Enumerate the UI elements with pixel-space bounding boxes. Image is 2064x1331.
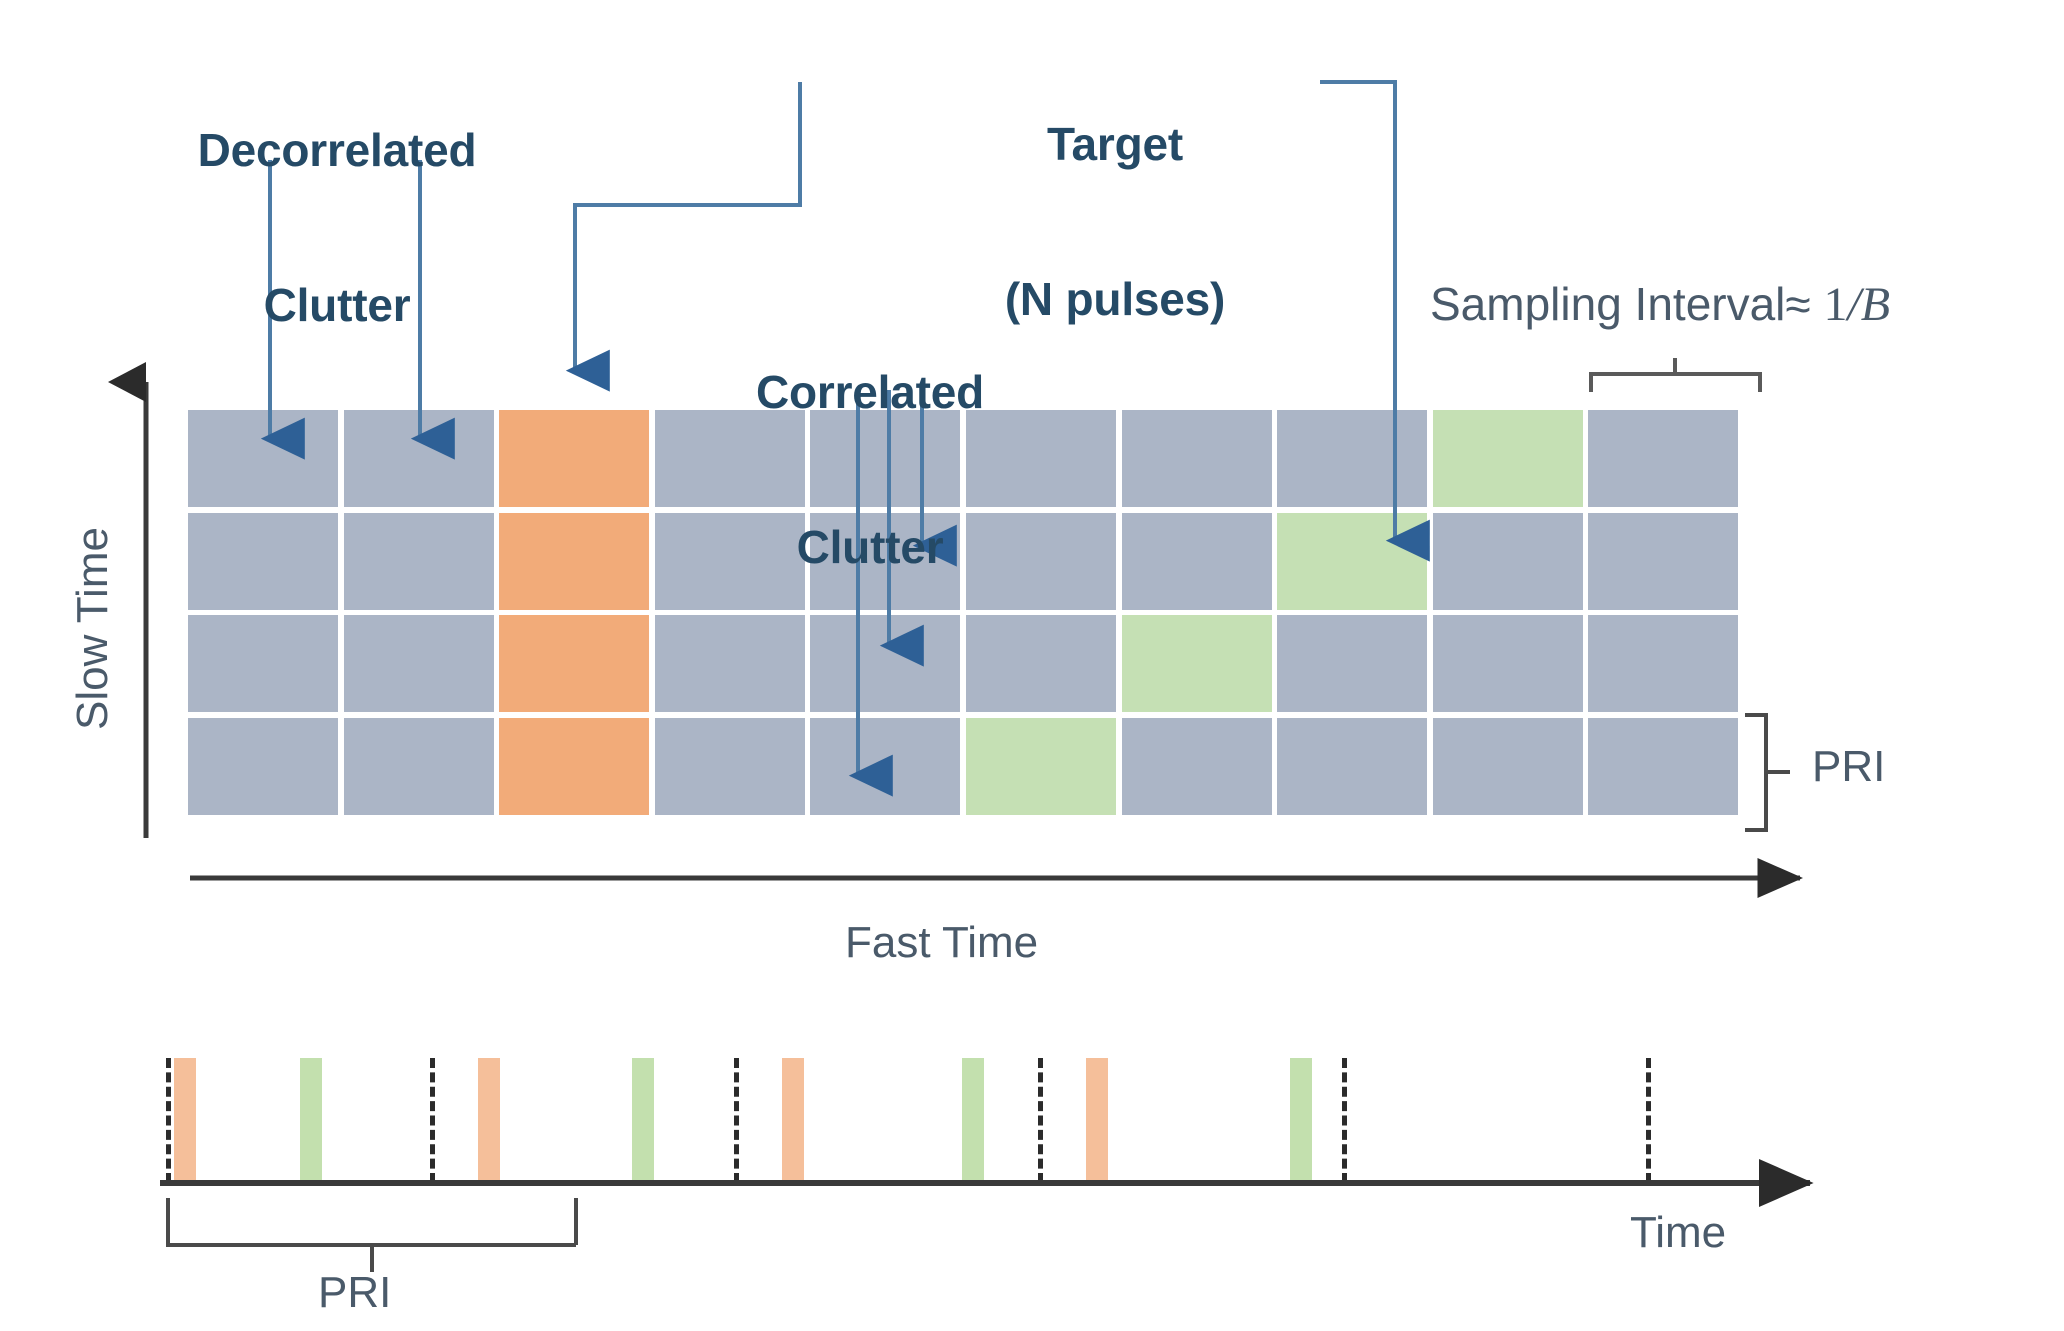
pri-bottom-label: PRI	[318, 1268, 392, 1317]
pri-boundary-marker	[734, 1058, 739, 1183]
datacube-cell	[1588, 513, 1738, 610]
datacube-cell	[1588, 718, 1738, 815]
datacube-cell	[966, 615, 1116, 712]
datacube-cell	[1122, 513, 1272, 610]
pulse-bar	[478, 1058, 500, 1183]
pri-bottom-bracket	[166, 1198, 578, 1272]
sampling-interval-slash: /	[1847, 278, 1861, 331]
datacube-cell	[1122, 410, 1272, 507]
datacube-cell	[1433, 410, 1583, 507]
datacube-cell	[1277, 513, 1427, 610]
pri-boundary-marker	[1342, 1058, 1347, 1183]
pulse-bar	[1290, 1058, 1312, 1183]
datacube-cell	[1122, 718, 1272, 815]
datacube-cell	[655, 513, 805, 610]
sampling-interval-denominator: B	[1860, 278, 1891, 331]
datacube-cell	[1588, 410, 1738, 507]
pri-boundary-marker	[1646, 1058, 1651, 1183]
datacube-cell	[1277, 718, 1427, 815]
datacube-cell	[1588, 615, 1738, 712]
datacube-cell	[655, 718, 805, 815]
datacube-cell	[655, 410, 805, 507]
datacube-cell	[344, 718, 494, 815]
pri-boundary-marker	[1038, 1058, 1043, 1183]
datacube-cell	[1433, 718, 1583, 815]
pri-boundary-marker	[430, 1058, 435, 1183]
sampling-interval-text: Sampling Interval	[1430, 278, 1786, 330]
datacube-cell	[966, 513, 1116, 610]
datacube-cell	[1277, 410, 1427, 507]
datacube-cell	[344, 513, 494, 610]
decorrelated-clutter-label-line1: Decorrelated	[197, 124, 477, 177]
time-axis-label: Time	[1630, 1208, 1727, 1257]
datacube-cell	[188, 718, 338, 815]
datacube-cell	[344, 615, 494, 712]
datacube-cell	[1122, 615, 1272, 712]
datacube-cell	[810, 718, 960, 815]
target-label-line1: Target	[1047, 118, 1183, 171]
datacube-cell	[966, 718, 1116, 815]
datacube-cell	[499, 615, 649, 712]
decorrelated-clutter-label: Decorrelated Clutter	[162, 22, 512, 434]
pulse-bar	[174, 1058, 196, 1183]
sampling-interval-label: Sampling Interval≈ 1/B	[1430, 278, 1890, 332]
datacube-cell	[1433, 615, 1583, 712]
correlated-clutter-label-line1: Correlated	[755, 366, 985, 419]
pulse-bar	[300, 1058, 322, 1183]
datacube-cell	[188, 615, 338, 712]
pri-boundary-marker	[166, 1058, 171, 1183]
pulse-bar	[782, 1058, 804, 1183]
target-label-line2: (N pulses)	[1004, 272, 1226, 325]
datacube-cell	[810, 410, 960, 507]
datacube-cell	[499, 410, 649, 507]
datacube-cell	[966, 410, 1116, 507]
slow-time-axis-label: Slow Time	[68, 527, 117, 730]
pulse-bar	[632, 1058, 654, 1183]
decorrelated-clutter-label-line2: Clutter	[263, 278, 411, 331]
datacube-cell	[499, 513, 649, 610]
pri-right-label: PRI	[1812, 742, 1886, 791]
datacube-cell	[1277, 615, 1427, 712]
datacube-cell	[1433, 513, 1583, 610]
correlated-clutter-label: Correlated Clutter	[710, 264, 1030, 676]
target-label: Target (N pulses)	[940, 16, 1290, 428]
pri-right-bracket	[1745, 713, 1790, 832]
sampling-interval-numerator: 1	[1823, 278, 1848, 331]
pulse-bar	[962, 1058, 984, 1183]
datacube-cell	[499, 718, 649, 815]
datacube-cell	[188, 513, 338, 610]
sampling-interval-bracket	[1589, 358, 1762, 392]
correlated-clutter-label-line2: Clutter	[796, 520, 944, 573]
pulse-bar	[1086, 1058, 1108, 1183]
sampling-interval-approx-icon: ≈	[1785, 278, 1811, 330]
datacube-cell	[655, 615, 805, 712]
fast-time-axis-label: Fast Time	[845, 918, 1039, 967]
